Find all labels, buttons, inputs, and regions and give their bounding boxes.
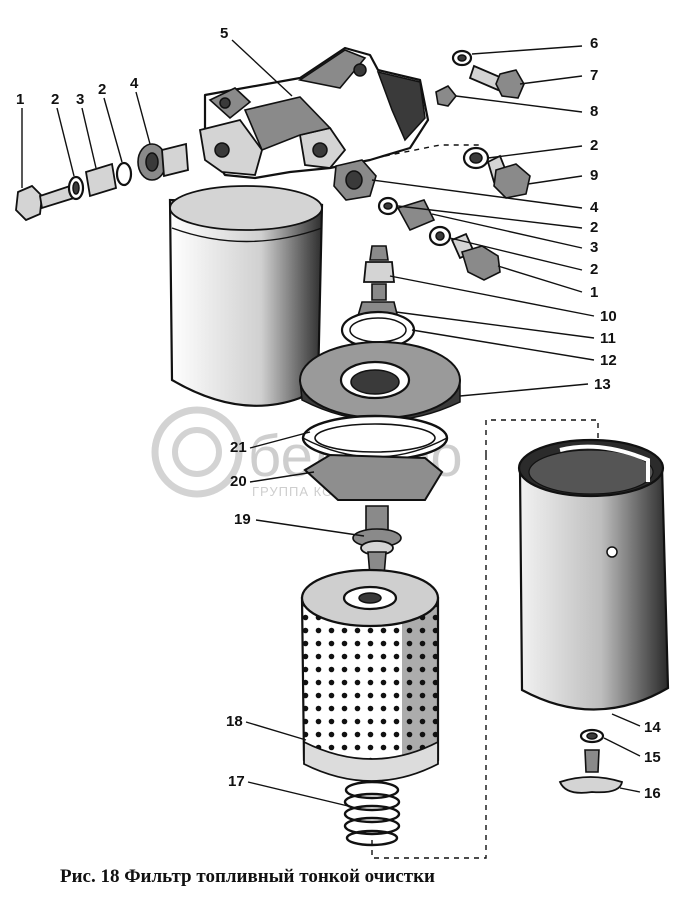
callout-10: 10	[600, 308, 617, 325]
stud-19	[352, 505, 402, 577]
callout-11: 11	[600, 330, 616, 347]
assembly-line-element	[371, 455, 487, 859]
washer-left-2	[115, 161, 133, 187]
plug-8	[435, 84, 458, 107]
plate-20	[303, 453, 444, 501]
washer-15-hole	[586, 732, 598, 740]
callout-15: 15	[644, 749, 661, 766]
washer-left-1-hole	[72, 181, 80, 195]
callout-1-right: 1	[590, 284, 598, 301]
washer-6-hole	[457, 54, 467, 62]
filter-head	[198, 46, 430, 180]
callout-13: 13	[594, 376, 611, 393]
callout-3-left: 3	[76, 91, 84, 108]
assembly-line-bowl	[485, 419, 599, 455]
banjo-fitting-left	[137, 142, 189, 181]
callout-20: 20	[230, 473, 247, 490]
callout-2-left-a: 2	[51, 91, 59, 108]
callout-2-right-c: 2	[590, 261, 598, 278]
callout-7: 7	[590, 67, 598, 84]
callout-19: 19	[234, 511, 251, 528]
bolt-7	[468, 64, 525, 99]
fitting-sleeve-right	[396, 199, 436, 232]
assembly-line-banjo	[374, 144, 480, 159]
filter-element-18	[300, 568, 440, 782]
callout-12: 12	[600, 352, 617, 369]
callout-2-left-b: 2	[98, 81, 106, 98]
cover-disk-13	[299, 341, 461, 422]
callout-1-left: 1	[16, 91, 24, 108]
washer-right-3-hole	[435, 231, 445, 241]
center-stud-10	[363, 245, 395, 301]
bolt-9	[486, 154, 531, 199]
filter-housing	[168, 185, 324, 407]
leader-lines	[21, 39, 641, 807]
spring-17	[343, 780, 401, 847]
callout-3-right: 3	[590, 239, 598, 256]
callout-labels: 1 2 3 2 4 5 6 7 8 2 9 4 2 3 2 1 10 11 12…	[16, 25, 661, 802]
callout-6: 6	[590, 35, 598, 52]
washer-right-1-hole	[469, 152, 483, 164]
figure-caption: Рис. 18 Фильтр топливный тонкой очистки	[60, 866, 435, 887]
callout-16: 16	[644, 785, 661, 802]
callout-14: 14	[644, 719, 661, 736]
callout-4-right: 4	[590, 199, 599, 216]
callout-8: 8	[590, 103, 598, 120]
sealing-ring-12-inner	[349, 317, 407, 343]
callout-17: 17	[228, 773, 245, 790]
fitting-sleeve-left	[84, 162, 118, 198]
banjo-bolt-left	[15, 184, 76, 222]
callout-21: 21	[230, 439, 247, 456]
callout-5: 5	[220, 25, 228, 42]
gasket-21	[301, 414, 449, 462]
callout-18: 18	[226, 713, 243, 730]
washer-right-2-hole	[383, 202, 393, 210]
callout-4-left: 4	[130, 75, 139, 92]
callout-9: 9	[590, 167, 598, 184]
callout-2-right-a: 2	[590, 137, 598, 154]
banjo-fitting-right	[333, 159, 377, 201]
bowl-14	[517, 438, 670, 711]
callout-2-right-b: 2	[590, 219, 598, 236]
wing-screw-16	[558, 749, 624, 794]
